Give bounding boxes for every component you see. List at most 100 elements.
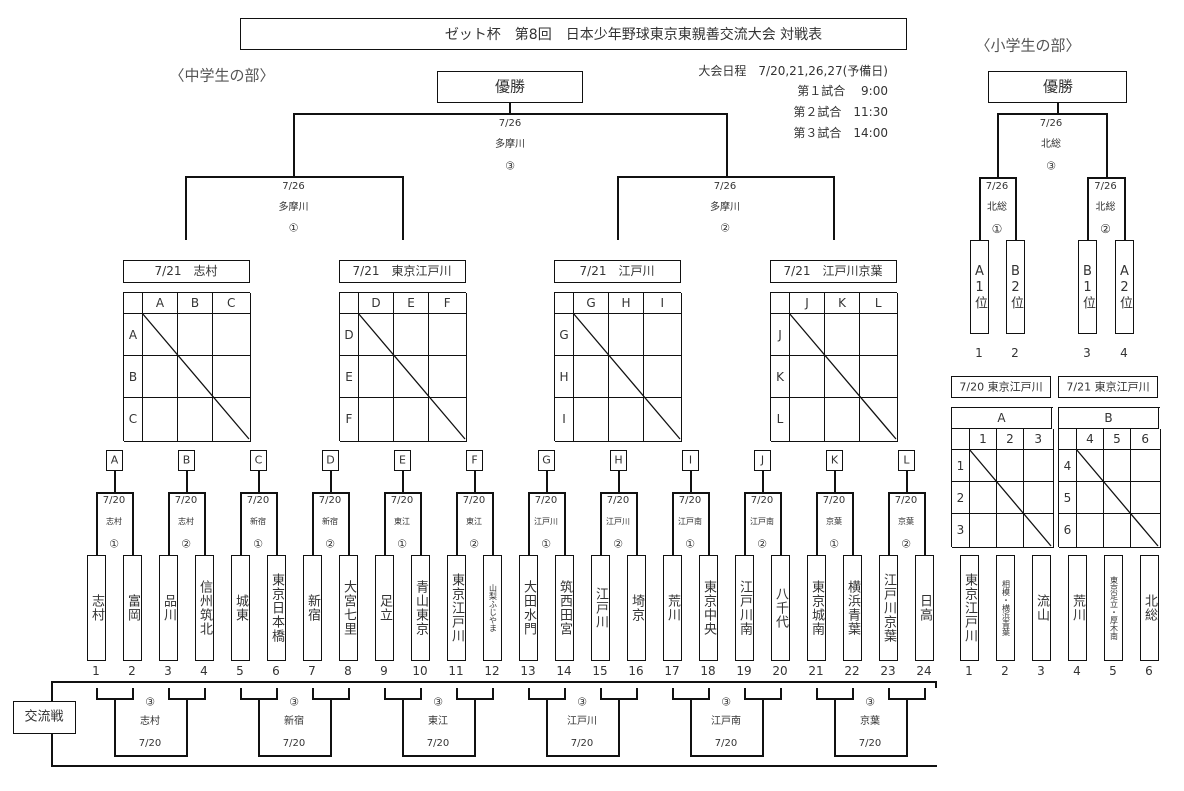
bracket-line <box>474 471 476 492</box>
bracket-line <box>276 492 278 555</box>
match-number: ② <box>720 221 730 235</box>
grid-cell: E <box>340 356 359 398</box>
bracket-line <box>672 688 674 698</box>
match-venue: 多摩川 <box>495 139 525 150</box>
team-name-wrap: 埼京 <box>628 556 645 660</box>
grid-cell: I <box>555 398 574 442</box>
group-header: 7/21 江戸川 <box>579 264 655 278</box>
grid-cell: A <box>124 314 143 356</box>
team-box: 北総 <box>1140 555 1159 661</box>
junior-champion-label: 優勝 <box>494 77 526 96</box>
bracket-line <box>114 755 188 757</box>
team-name-wrap: 日高 <box>916 556 933 660</box>
grid-cell: 4 <box>1077 429 1104 450</box>
match-number: ① <box>397 537 407 551</box>
grid-cell: G <box>555 314 574 356</box>
grid-cell: 1 <box>952 450 970 482</box>
bracket-line <box>636 688 638 698</box>
match-date: 7/26 <box>282 181 305 192</box>
team-number: 22 <box>844 664 860 678</box>
bracket-line <box>474 698 476 755</box>
bracket-line <box>744 688 746 698</box>
team-name: 東京江戸川 <box>962 573 977 643</box>
team-number: 4 <box>200 664 208 678</box>
team-number: 3 <box>1037 664 1045 678</box>
team-name: 日高 <box>917 594 932 622</box>
seed-number: 1 <box>975 346 983 360</box>
grid-cell <box>1077 514 1104 548</box>
match-venue: 新宿 <box>284 716 304 727</box>
team-box: 横浜青葉 <box>843 555 862 661</box>
bracket-line <box>384 492 386 555</box>
match-date: 7/20 <box>858 738 882 749</box>
team-name: 江戸川南 <box>737 580 752 636</box>
grid-cell: F <box>340 398 359 442</box>
team-name-wrap: 大宮七里 <box>340 556 357 660</box>
team-name-wrap: 江戸川 <box>592 556 609 660</box>
grid-cell: I <box>644 293 682 314</box>
team-name-wrap: 筑西田宮 <box>556 556 573 660</box>
team-name: 東京日本橋 <box>269 573 284 643</box>
bracket-line <box>276 688 278 698</box>
grid-cell: A <box>143 293 178 314</box>
bracket-line <box>816 492 818 555</box>
team-number: 23 <box>880 664 896 678</box>
group-letter: I <box>688 453 693 467</box>
bracket-line <box>979 177 981 240</box>
grid-cell <box>997 482 1024 514</box>
group-header-box <box>554 260 681 283</box>
bracket-line <box>888 492 890 555</box>
team-name-wrap: 志村 <box>88 556 105 660</box>
grid-cell <box>970 482 997 514</box>
team-number: 2 <box>1001 664 1009 678</box>
grid-cell: H <box>555 356 574 398</box>
bracket-line <box>348 492 350 555</box>
match-number: ③ <box>505 159 515 173</box>
grid-cell <box>429 356 467 398</box>
group-header-box <box>770 260 897 283</box>
group-letter: L <box>903 453 910 467</box>
team-number: 10 <box>412 664 428 678</box>
match-venue: 東江 <box>428 716 448 727</box>
match-date: 7/26 <box>1039 118 1063 129</box>
team-name-wrap: 東京江戸川 <box>448 556 465 660</box>
match-number: ③ <box>145 695 155 709</box>
team-name: 富岡 <box>125 594 140 622</box>
group-letter-box <box>898 450 915 471</box>
grid-cell <box>359 314 394 356</box>
bracket-line <box>888 688 890 698</box>
group-letter: C <box>254 453 263 467</box>
team-name: A2位 <box>1117 264 1132 310</box>
team-box: 新宿 <box>303 555 322 661</box>
match-number: ① <box>288 221 299 235</box>
group-header-box <box>123 260 250 283</box>
grid-cell <box>213 398 251 442</box>
team-name: 荒川 <box>1070 594 1085 622</box>
bracket-line <box>528 492 566 494</box>
match-date: 7/20 <box>390 495 414 506</box>
match-date: 7/20 <box>750 495 774 506</box>
team-name-wrap: 足立 <box>376 556 393 660</box>
grid-cell <box>970 514 997 548</box>
grid-cell: 1 <box>970 429 997 450</box>
grid-cell <box>771 293 790 314</box>
team-box: 足立 <box>375 555 394 661</box>
team-number: 17 <box>664 664 680 678</box>
bracket-line <box>546 471 548 492</box>
team-number: 11 <box>448 664 464 678</box>
bracket-line <box>51 681 937 683</box>
junior-division-label: 〈中学生の部〉 <box>169 66 275 85</box>
schedule-game-time: 第２試合 11:30 <box>793 105 888 119</box>
match-date: 7/20 <box>102 495 126 506</box>
bracket-line <box>1106 113 1108 177</box>
match-number: ① <box>541 537 551 551</box>
team-name-wrap: 新宿 <box>304 556 321 660</box>
bracket-line <box>528 688 530 698</box>
grid-cell <box>1077 450 1104 482</box>
match-number: ③ <box>865 695 875 709</box>
bracket-line <box>618 471 620 492</box>
match-venue: 江戸川 <box>534 517 558 526</box>
bracket-line <box>834 698 836 755</box>
team-box: 山梨ふじやま <box>483 555 502 661</box>
